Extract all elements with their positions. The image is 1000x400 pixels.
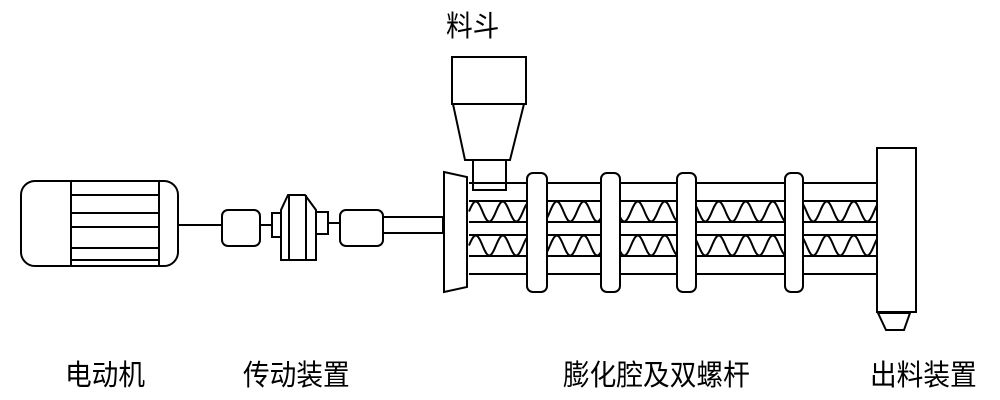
screw-flight (619, 200, 678, 223)
end-cap (443, 170, 468, 294)
screw-flight (802, 200, 878, 223)
hopper (451, 56, 527, 191)
screw-flight (468, 200, 528, 223)
label-discharge: 出料装置 (870, 358, 977, 392)
screw-flight (802, 234, 878, 257)
screw-flight (546, 200, 602, 223)
flange (600, 172, 621, 293)
label-chamber: 膨化腔及双螺杆 (563, 358, 750, 392)
screw-flight (546, 234, 602, 257)
transmission (178, 194, 444, 261)
screw-flight (619, 234, 678, 257)
barrel (443, 170, 878, 294)
flange (784, 172, 804, 293)
screw-flight (695, 200, 786, 223)
twin-screws (468, 200, 878, 257)
screw-flight (695, 234, 786, 257)
discharge-unit (876, 147, 917, 331)
label-hopper: 料斗 (446, 9, 500, 43)
label-motor: 电动机 (65, 358, 146, 392)
flange (676, 172, 697, 293)
label-transmission: 传动装置 (243, 358, 350, 392)
motor (20, 180, 179, 267)
screw-flight (468, 234, 528, 257)
flange (526, 172, 548, 293)
